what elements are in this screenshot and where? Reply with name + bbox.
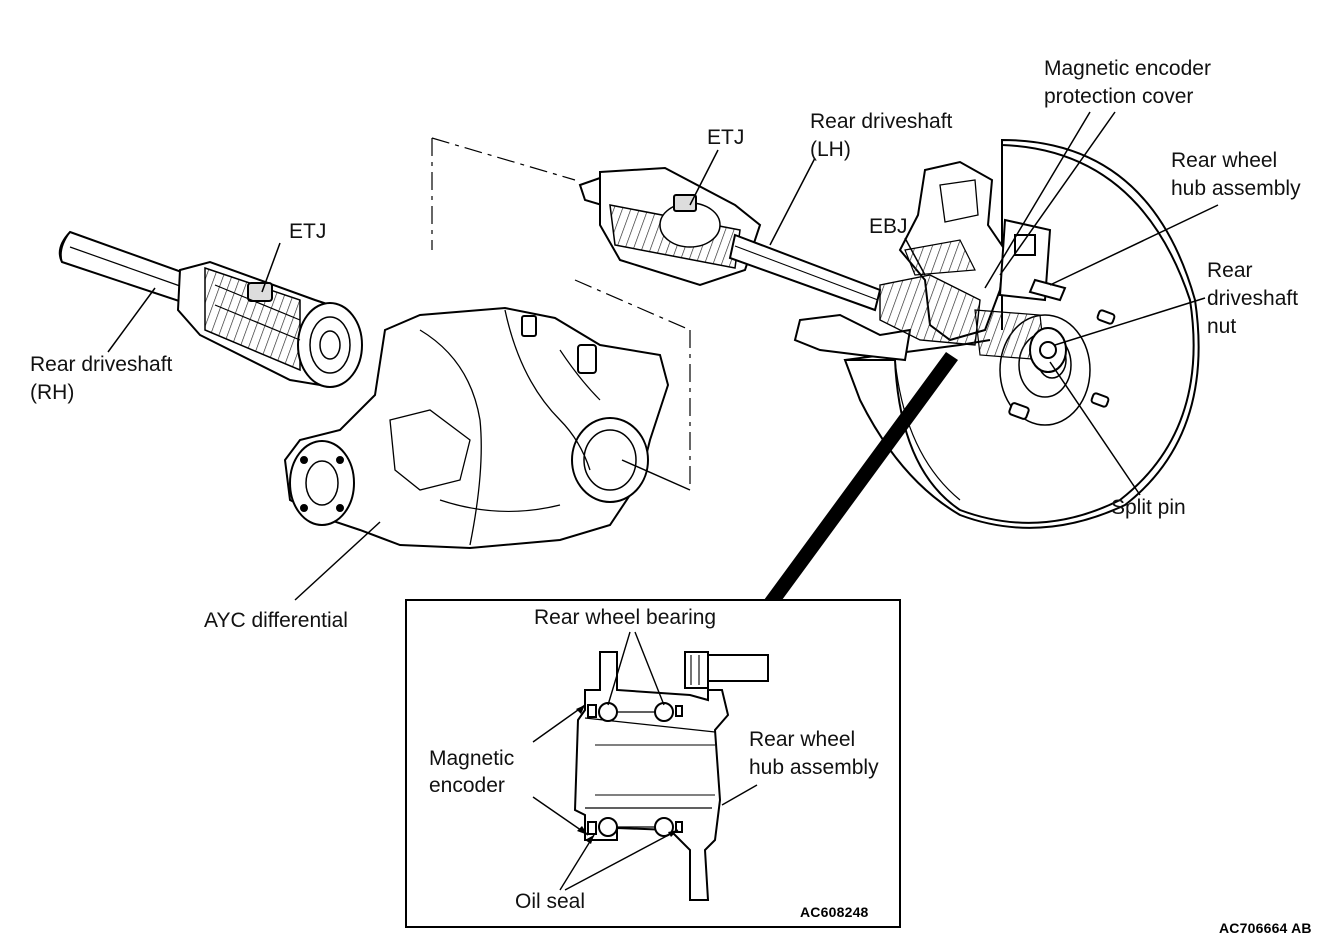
label-magnetic-encoder-cover-2: protection cover (1044, 85, 1194, 108)
label-rear-driveshaft-nut-2: driveshaft (1207, 287, 1299, 310)
label-oil-seal: Oil seal (515, 890, 586, 913)
leader-lines (107, 111, 1219, 601)
label-ayc-differential: AYC differential (204, 609, 348, 632)
label-rear-driveshaft-nut-1: Rear (1207, 259, 1253, 282)
detail-leaders (532, 631, 758, 891)
label-magnetic-encoder-cover-1: Magnetic encoder (1044, 57, 1211, 80)
label-rear-driveshaft-rh-1: Rear driveshaft (30, 353, 173, 376)
label-rear-driveshaft-rh-2: (RH) (30, 381, 75, 404)
hub-cross-section (573, 651, 769, 901)
label-rear-driveshaft-lh-2: (LH) (810, 138, 851, 161)
label-magnetic-encoder-2: encoder (429, 774, 505, 797)
label-ebj: EBJ (869, 215, 908, 238)
label-etj-lh: ETJ (707, 126, 745, 149)
rear-driveshaft-lh (578, 166, 882, 312)
detail-code: AC608248 (800, 904, 869, 920)
label-rear-driveshaft-lh-1: Rear driveshaft (810, 110, 953, 133)
alignment-plane (431, 137, 691, 490)
etj-rh-joint (176, 260, 363, 388)
ayc-differential (283, 306, 670, 550)
detail-callout-wedge (764, 352, 958, 600)
detail-arrowheads (576, 705, 678, 844)
knuckle (793, 160, 1067, 373)
label-magnetic-encoder-1: Magnetic (429, 747, 515, 770)
label-rear-wheel-hub-2: hub assembly (1171, 177, 1301, 200)
rear-driveshaft-rh (58, 230, 192, 304)
label-rear-driveshaft-nut-3: nut (1207, 315, 1237, 338)
label-detail-hub-1: Rear wheel (749, 728, 856, 751)
label-etj-rh: ETJ (289, 220, 327, 243)
label-rear-wheel-hub-1: Rear wheel (1171, 149, 1278, 172)
label-rear-wheel-bearing: Rear wheel bearing (534, 606, 717, 629)
label-detail-hub-2: hub assembly (749, 756, 879, 779)
figure-code: AC706664 AB (1219, 920, 1312, 936)
label-split-pin: Split pin (1111, 496, 1186, 519)
